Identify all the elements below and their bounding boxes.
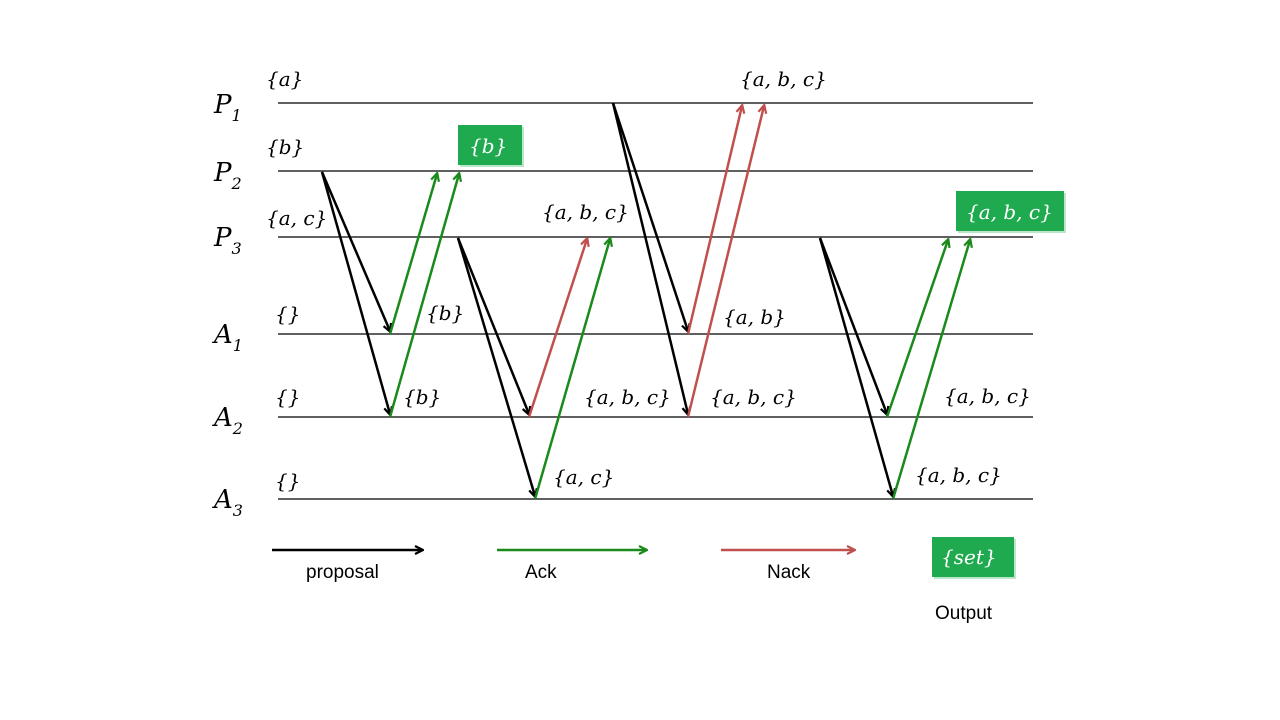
- set-labels: {a, b, c} {a, b, c} {b} {b} {a, b, c} {a…: [403, 67, 1031, 489]
- output-box-p2: {b}: [458, 125, 524, 167]
- ack-arrow: [388, 174, 459, 418]
- process-label-p1: P1: [213, 90, 242, 125]
- legend-output-sample-label: {set}: [941, 545, 997, 569]
- ack-arrow: [885, 240, 948, 418]
- ack-arrow: [891, 240, 970, 500]
- process-label-a3: A3: [212, 485, 243, 520]
- output-box-label: {a, b, c}: [966, 200, 1053, 224]
- process-label-a2: A2: [212, 403, 243, 438]
- timelines: [278, 102, 1033, 500]
- legend-nack-label: Nack: [767, 562, 811, 583]
- initial-set-p1: {a}: [266, 67, 303, 91]
- ack-arrow: [388, 174, 437, 335]
- proposal-arrow: [818, 237, 893, 496]
- set-label-a2-state: {a, b, c}: [710, 385, 797, 409]
- output-boxes: {b} {a, b, c}: [458, 125, 1066, 233]
- proposal-arrow: [456, 237, 529, 414]
- proposal-arrow: [320, 171, 390, 414]
- nack-arrow: [686, 106, 764, 418]
- initial-set-a3: {}: [275, 469, 300, 493]
- set-label-p3-received: {a, b, c}: [542, 200, 629, 224]
- ack-arrow: [533, 239, 610, 500]
- process-label-p2: P2: [213, 158, 242, 193]
- output-box-label: {b}: [469, 134, 507, 158]
- proposal-arrow: [320, 171, 390, 331]
- proposal-arrow: [611, 102, 688, 414]
- legend-output-label: Output: [935, 603, 993, 624]
- set-label-a3-state: {a, b, c}: [915, 463, 1002, 487]
- legend-proposal-label: proposal: [306, 562, 379, 583]
- set-label-p1-received: {a, b, c}: [740, 67, 827, 91]
- initial-set-a1: {}: [275, 302, 300, 326]
- set-label-a2-state: {a, b, c}: [584, 385, 671, 409]
- initial-set-p3: {a, c}: [266, 206, 327, 230]
- output-box-p3: {a, b, c}: [956, 191, 1066, 233]
- proposal-arrow: [611, 102, 688, 331]
- set-label-a1-state: {a, b}: [723, 305, 786, 329]
- set-label-a3-state: {a, c}: [553, 465, 614, 489]
- process-labels: P1 P2 P3 A1 A2 A3: [212, 90, 243, 520]
- legend-output-sample: {set}: [932, 537, 1016, 579]
- set-label-a2-state: {a, b, c}: [944, 384, 1031, 408]
- proposal-arrow: [456, 237, 535, 496]
- set-label-a1-state: {b}: [426, 301, 464, 325]
- nack-arrow: [686, 106, 742, 335]
- proposal-arrow: [818, 237, 887, 414]
- set-label-a2-state: {b}: [403, 385, 441, 409]
- message-arrows: [320, 102, 970, 500]
- process-label-p3: P3: [213, 223, 242, 258]
- legend: proposal Ack Nack {set} Output: [272, 537, 1016, 624]
- initial-set-p2: {b}: [266, 135, 304, 159]
- initial-set-a2: {}: [275, 385, 300, 409]
- initial-sets: {a} {b} {a, c} {} {} {}: [266, 67, 327, 493]
- process-label-a1: A1: [212, 320, 243, 355]
- nack-arrow: [527, 239, 587, 418]
- legend-ack-label: Ack: [525, 562, 557, 583]
